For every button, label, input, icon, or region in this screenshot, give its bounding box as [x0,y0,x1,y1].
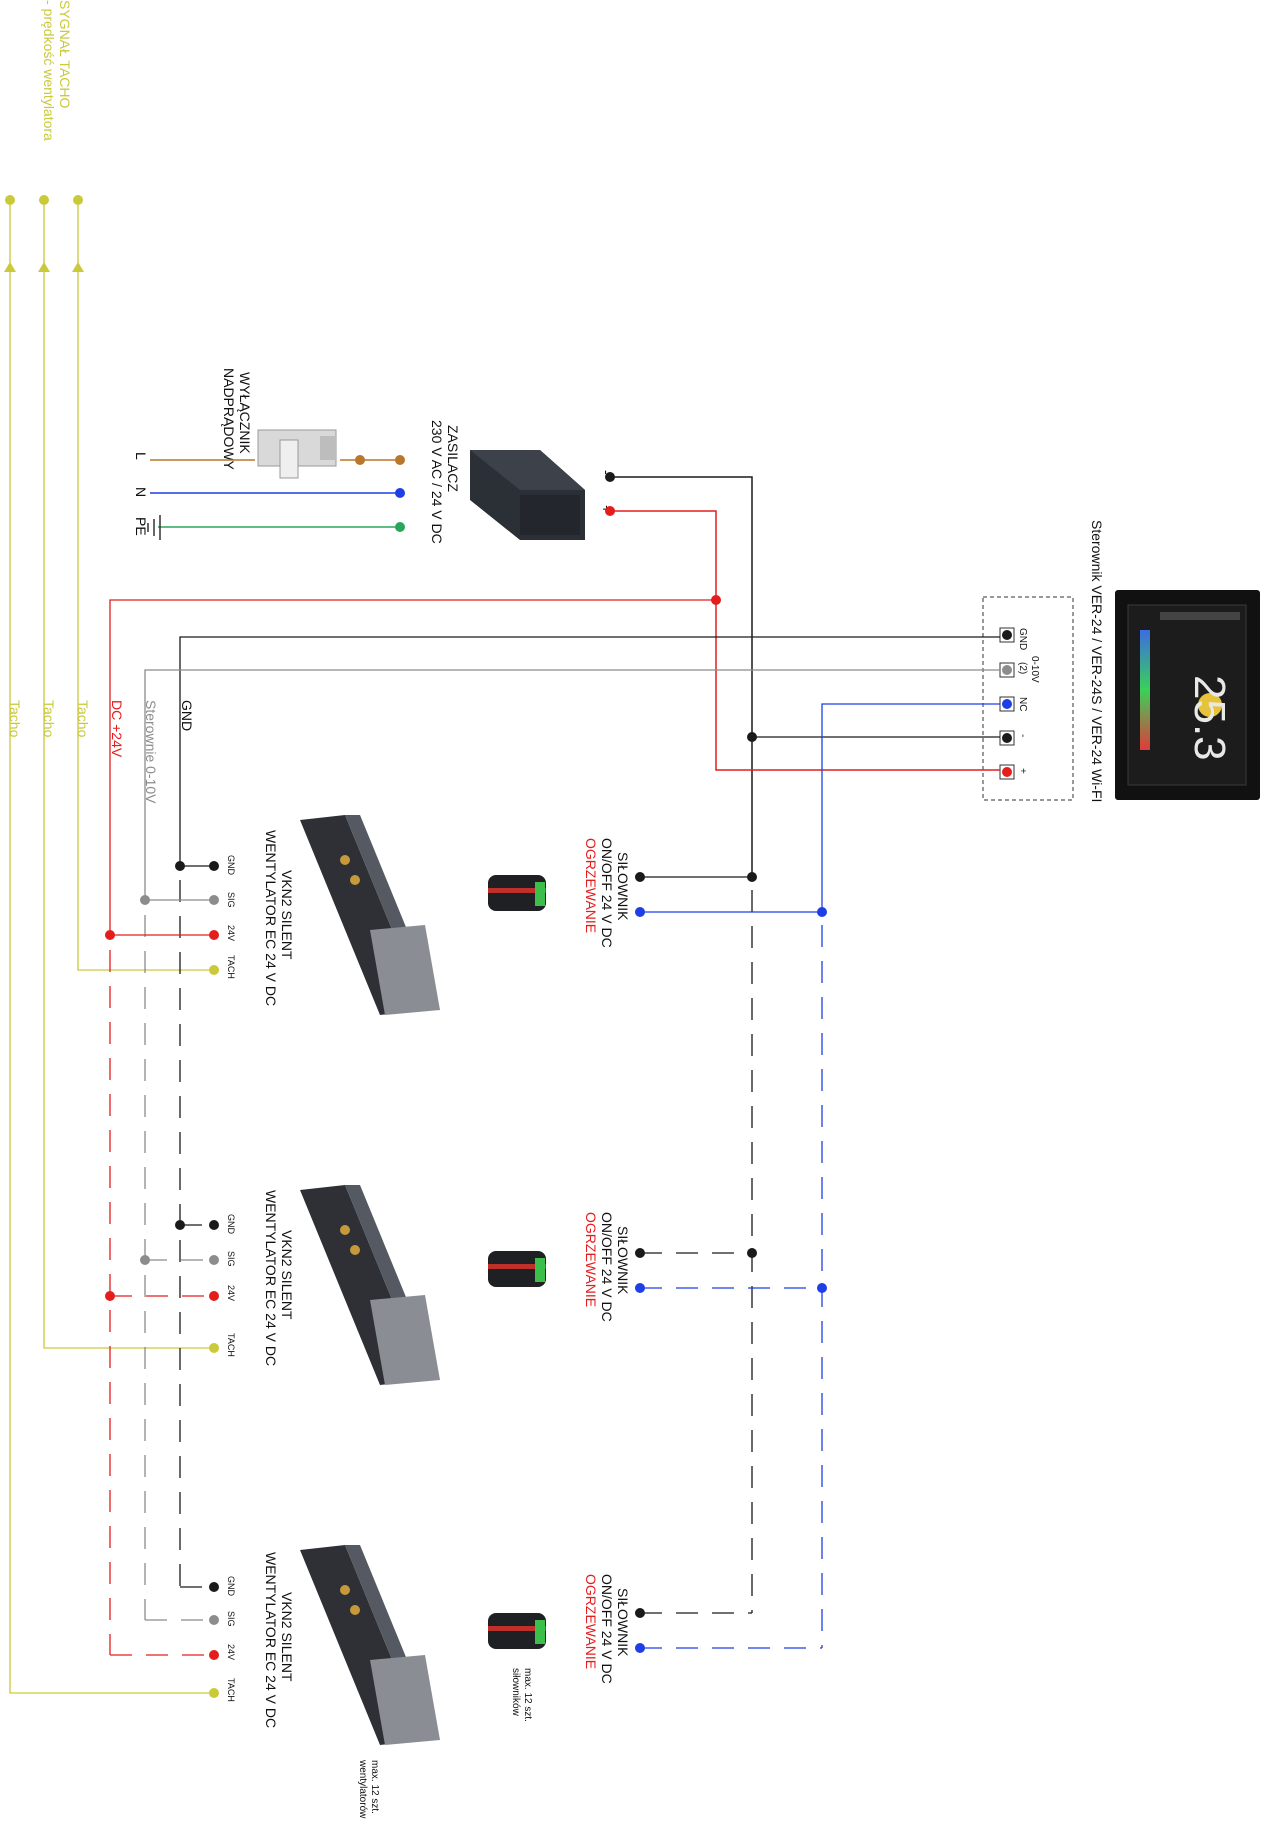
fan-1-pin-sig: SIG [226,892,236,908]
controller-terminal-box [982,596,1074,801]
max-actuators-note-2: siłowników [510,1668,521,1717]
power-supply-label-1: ZASILACZ [445,425,461,492]
breaker-L: L [133,452,149,460]
actuator-2-mode: OGRZEWANIE [583,1212,599,1307]
max-fans-note-1: max. 12 szt. [369,1760,380,1814]
fan-3-pin-sig: SIG [226,1611,236,1627]
actuator-2-desc: ON/OFF 24 V DC [599,1212,615,1322]
bus-dashed-continuations [109,880,823,1656]
breaker-N: N [133,487,149,497]
actuator-3-mode: OGRZEWANIE [583,1574,599,1669]
bus-junctions [105,595,827,940]
fan-1-pin-gnd: GND [226,855,236,876]
fan-3-desc: WENTYLATOR EC 24 V DC [263,1552,279,1728]
bus-label-dc24: DC +24V [109,700,125,758]
fan-2-pin-gnd: GND [226,1214,236,1235]
dashed-junctions [105,1220,827,1301]
bus-label-gnd: GND [179,700,195,731]
controller-terminals [999,627,1015,780]
actuator-unit-2: SIŁOWNIK ON/OFF 24 V DC OGRZEWANIE [488,1212,645,1322]
power-supply-device [470,450,585,540]
bus-label-sig: Sterownie 0-10V [143,700,159,804]
fan-convector-device [300,1545,440,1745]
psu-outputs [605,472,1000,877]
tacho-signal-title: SYGNAŁ TACHO [57,0,73,109]
bus-wiring [109,599,1000,935]
mains-wiring [150,455,405,532]
tacho-signal-subtitle: - prędkość wentylatora [41,0,57,141]
fan-unit-3: GND SIG 24V TACH VKN2 SILENT WENTYLATOR … [209,1545,440,1819]
fan-1-desc: WENTYLATOR EC 24 V DC [263,830,279,1006]
controller-display-reading: 25.3 [1185,675,1234,761]
fan-2-pin-sig: SIG [226,1251,236,1267]
breaker-label-1: WYŁĄCZNIK [237,372,253,454]
fan-3-pin-24v: 24V [226,1644,236,1660]
fan-3-name: VKN2 SILENT [279,1592,295,1682]
fan-unit-2: GND SIG 24V TACH VKN2 SILENT WENTYLATOR … [209,1185,440,1385]
actuator-1-name: SIŁOWNIK [615,852,631,921]
max-actuators-note-1: max. 12 szt. [522,1668,533,1722]
actuator-1-mode: OGRZEWANIE [583,838,599,933]
tacho-wiring [9,200,212,1694]
actuator-2-name: SIŁOWNIK [615,1226,631,1295]
terminal-sig-group-label: 0-10V [1029,656,1040,683]
terminal-gnd-label: GND [1017,628,1028,650]
fan-2-pin-tach: TACH [226,1333,236,1357]
bus-label-tacho-3: Tacho [7,700,23,738]
bus-label-tacho-2: Tacho [41,700,57,738]
fan-unit-1: GND SIG 24V TACH VKN2 SILENT WENTYLATOR … [110,815,440,1015]
fan-convector-device [300,1185,440,1385]
terminal-minus-label: - [1017,734,1028,737]
terminal-sig-label: (2) [1017,662,1028,674]
fan-2-desc: WENTYLATOR EC 24 V DC [263,1190,279,1366]
actuator-unit-1: SIŁOWNIK ON/OFF 24 V DC OGRZEWANIE [488,838,822,948]
power-supply-minus: - [599,470,615,475]
fan-1-pin-24v: 24V [226,925,236,941]
ground-symbol-icon [147,515,161,540]
controller-device: 25.3 [1115,590,1260,800]
fan-1-name: VKN2 SILENT [279,870,295,960]
fan-2-name: VKN2 SILENT [279,1230,295,1320]
breaker-label-2: NADPRĄDOWY [221,368,237,471]
fan-convector-device [300,815,440,1015]
actuator-device [488,1613,546,1649]
actuator-unit-3: SIŁOWNIK ON/OFF 24 V DC OGRZEWANIE max. … [488,1574,645,1722]
actuator-device [488,1251,546,1287]
bus-label-tacho-1: Tacho [75,700,91,738]
controller-title: Sterownik VER-24 / VER-24S / VER-24 Wi-F… [1089,520,1105,802]
terminal-plus-label: + [1017,768,1028,774]
terminal-nc-label: NC [1017,697,1028,711]
actuator-3-desc: ON/OFF 24 V DC [599,1574,615,1684]
breaker-PE: PE [133,517,149,536]
actuator-3-name: SIŁOWNIK [615,1588,631,1657]
fan-1-pin-tach: TACH [226,955,236,979]
fan-3-pin-gnd: GND [226,1576,236,1597]
tacho-endpoints [4,195,84,272]
power-supply-label-2: 230 V AC / 24 V DC [429,420,445,544]
breaker-device [257,429,337,479]
fan-3-pin-tach: TACH [226,1678,236,1702]
actuator-device [488,875,546,911]
max-fans-note-2: wentylatorów [357,1759,368,1819]
actuator-1-desc: ON/OFF 24 V DC [599,838,615,948]
fan-2-pin-24v: 24V [226,1285,236,1301]
